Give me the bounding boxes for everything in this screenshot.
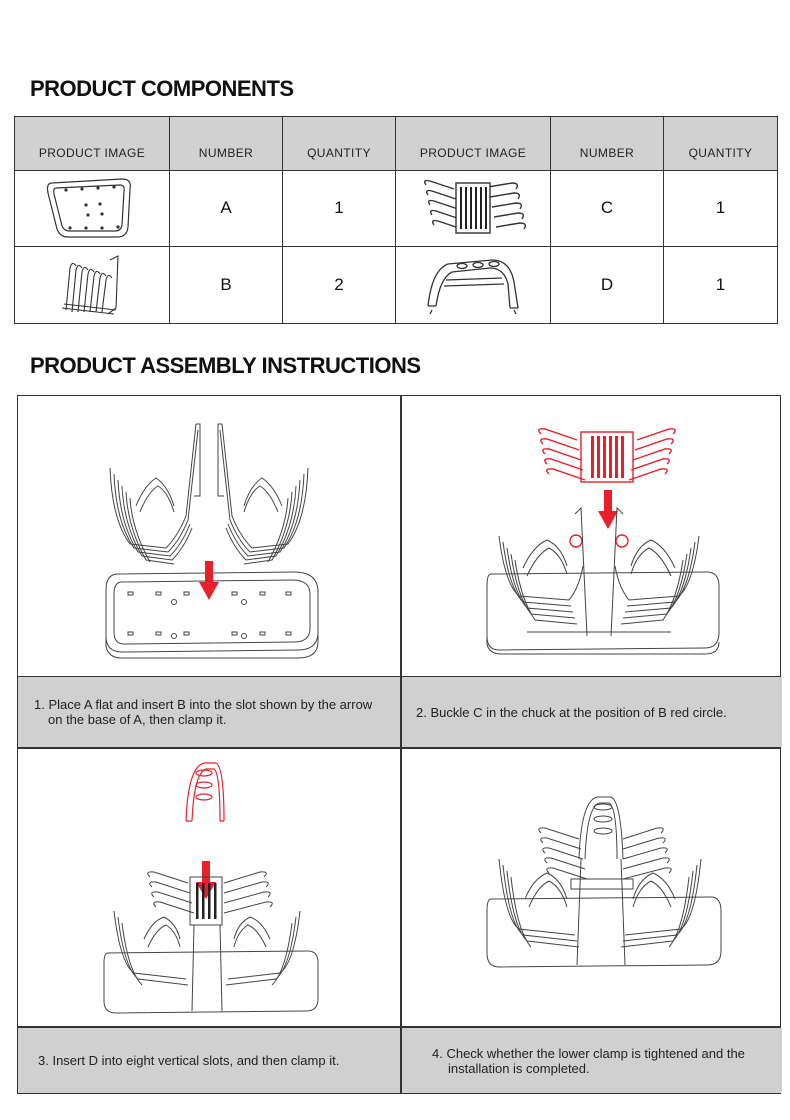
table-header-row: PRODUCT IMAGE NUMBER QUANTITY PRODUCT IM… — [14, 116, 778, 171]
component-a-quantity: 1 — [282, 169, 396, 248]
step-4-illustration — [486, 796, 722, 968]
step-3-caption: 3. Insert D into eight vertical slots, a… — [18, 1028, 400, 1093]
grid-divider — [18, 676, 780, 678]
handle-bracket-icon — [427, 259, 519, 315]
assembly-title: PRODUCT ASSEMBLY INSTRUCTIONS — [30, 353, 421, 378]
step-3-illustration — [103, 762, 319, 1014]
step-4-text: 4. Check whether the lower clamp is tigh… — [432, 1045, 745, 1076]
component-a-number: A — [169, 169, 283, 248]
component-c-image — [395, 169, 551, 248]
header-number: NUMBER — [550, 116, 664, 171]
down-arrow-icon — [199, 561, 219, 600]
table-row: B 2 D 1 — [14, 246, 778, 324]
component-c-quantity: 1 — [663, 169, 778, 248]
grid-divider — [18, 1026, 780, 1028]
step-3-figure — [18, 749, 400, 1026]
step-2-text: 2. Buckle C in the chuck at the position… — [416, 704, 727, 720]
header-product-image: PRODUCT IMAGE — [14, 116, 170, 171]
down-arrow-icon — [196, 861, 216, 899]
component-b-image — [14, 246, 170, 324]
step-2-caption: 2. Buckle C in the chuck at the position… — [402, 677, 782, 747]
table-row: A 1 C 1 — [14, 169, 778, 248]
header-number: NUMBER — [169, 116, 283, 171]
component-c-number: C — [550, 169, 664, 248]
step-1-figure — [18, 396, 400, 676]
grid-divider — [18, 747, 780, 749]
side-rack-icon — [61, 255, 119, 315]
components-table: PRODUCT IMAGE NUMBER QUANTITY PRODUCT IM… — [14, 116, 778, 324]
base-tray-icon — [46, 178, 131, 238]
step-1-text: 1. Place A flat and insert B into the sl… — [34, 697, 373, 727]
step-1-caption: 1. Place A flat and insert B into the sl… — [18, 677, 400, 747]
grid-divider — [400, 396, 402, 1093]
down-arrow-icon — [598, 490, 618, 529]
component-d-number: D — [550, 246, 664, 324]
step-1-illustration — [105, 423, 319, 659]
header-product-image: PRODUCT IMAGE — [395, 116, 551, 171]
step-2-figure — [401, 396, 782, 676]
component-b-number: B — [169, 246, 283, 324]
header-quantity: QUANTITY — [663, 116, 778, 171]
header-quantity: QUANTITY — [282, 116, 396, 171]
step-2-illustration — [486, 428, 720, 655]
component-a-image — [14, 169, 170, 248]
step-4-caption: 4. Check whether the lower clamp is tigh… — [402, 1028, 782, 1093]
clip-rack-icon — [423, 180, 527, 235]
step-4-figure — [401, 749, 782, 1026]
assembly-steps-grid: 1. Place A flat and insert B into the sl… — [17, 395, 782, 1094]
component-d-quantity: 1 — [663, 246, 778, 324]
component-b-quantity: 2 — [282, 246, 396, 324]
components-title: PRODUCT COMPONENTS — [30, 76, 294, 101]
step-3-text: 3. Insert D into eight vertical slots, a… — [38, 1053, 340, 1068]
component-d-image — [395, 246, 551, 324]
